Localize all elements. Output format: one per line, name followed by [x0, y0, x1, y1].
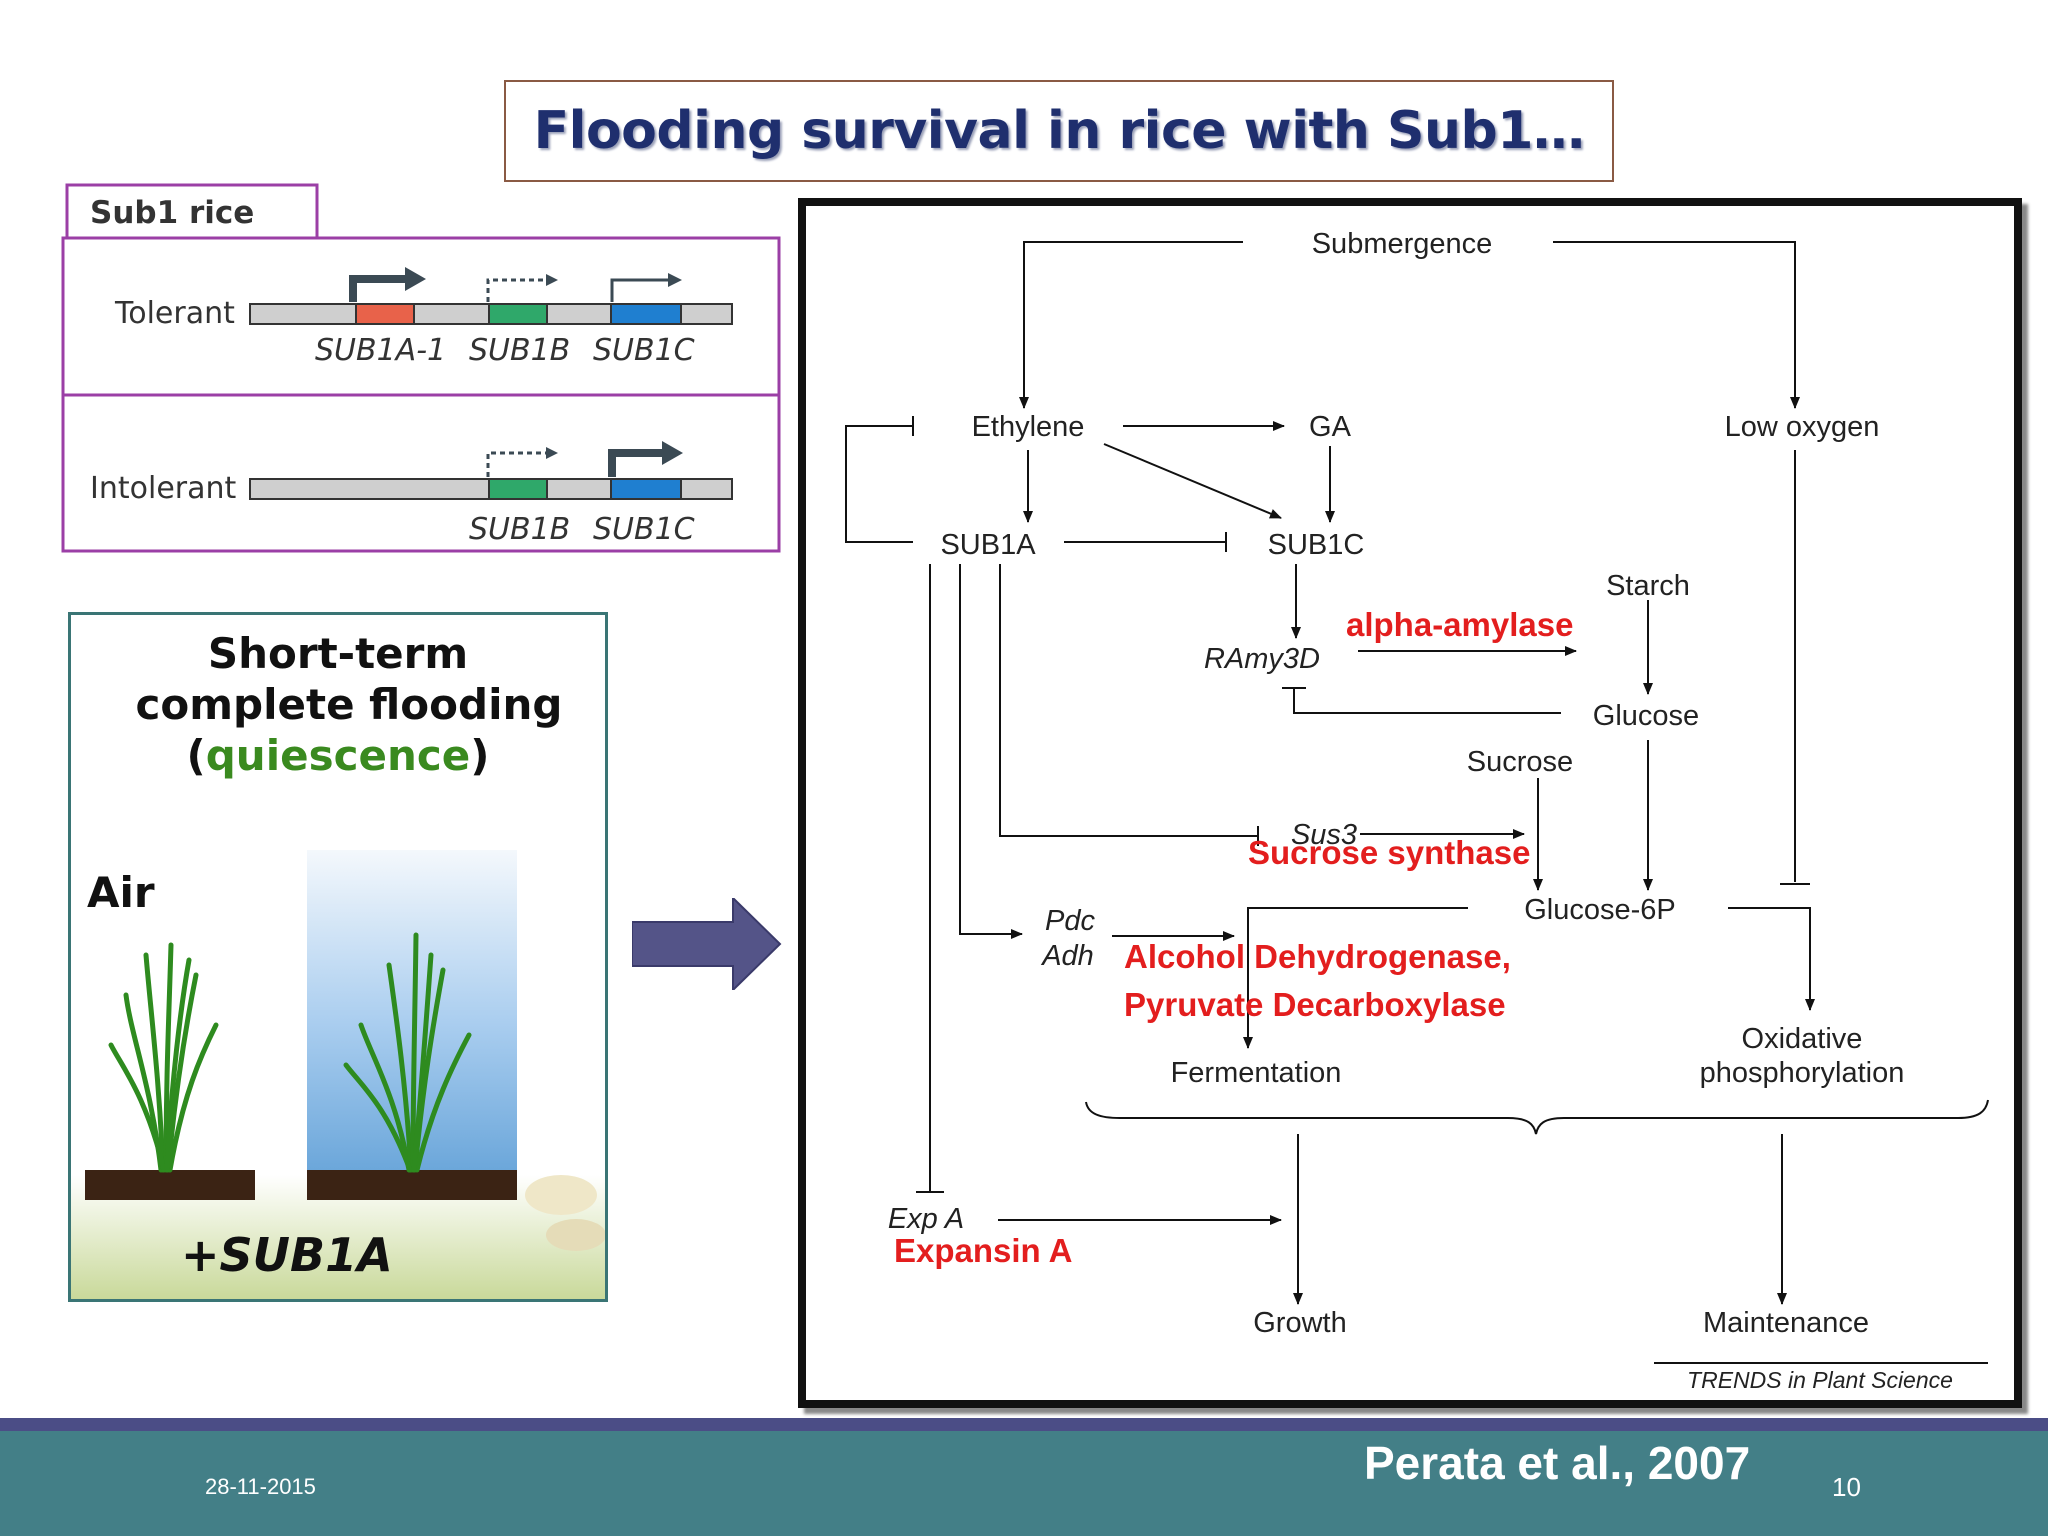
node-starch: Starch: [1606, 570, 1690, 602]
quiescence-word: quiescence: [206, 731, 471, 780]
enzyme-annotations: alpha-amylase Sucrose synthase Alcohol D…: [894, 606, 1573, 1269]
node-growth: Growth: [1253, 1307, 1346, 1339]
annotation-alpha-amylase: alpha-amylase: [1346, 606, 1573, 643]
gene-label-sub1b: SUB1B: [469, 512, 570, 547]
gene-label-sub1a1: SUB1A-1: [315, 333, 446, 368]
weak-promoter-arrow: [486, 278, 548, 302]
soil-block-water: [307, 1170, 517, 1200]
node-adh: Adh: [1040, 940, 1094, 972]
footer-citation: Perata et al., 2007: [1364, 1437, 1751, 1489]
pathway-diagram-frame: Submergence Ethylene GA Low oxygen SUB1A…: [798, 198, 2022, 1408]
soil-block-air: [85, 1170, 255, 1200]
footer-bar: [0, 1431, 2048, 1536]
sub1a-gene-block: [355, 303, 415, 325]
node-sucrose: Sucrose: [1467, 746, 1573, 778]
sub1-header: Sub1 rice: [90, 195, 254, 231]
gene-label-sub1b: SUB1B: [469, 333, 570, 368]
strong-promoter-arrow: [349, 275, 408, 302]
pathway-nodes: Submergence Ethylene GA Low oxygen SUB1A…: [888, 228, 1953, 1393]
flood-title-line1: Short-term: [208, 629, 468, 678]
node-submergence: Submergence: [1312, 228, 1493, 260]
pathway-connectors: [845, 241, 1989, 1364]
node-sub1a: SUB1A: [940, 529, 1036, 561]
weak-promoter-arrowhead: [546, 447, 558, 459]
node-glucose: Glucose: [1593, 700, 1699, 732]
node-sus3: Sus3: [1291, 819, 1357, 851]
sub1-gene-panel: Sub1 rice Tolerant SUB1A-1 SUB1B SUB1C I…: [61, 183, 781, 553]
paren-close: ): [470, 731, 489, 780]
pathway-diagram: Submergence Ethylene GA Low oxygen SUB1A…: [845, 228, 1989, 1393]
rice-plant-air: [108, 942, 219, 1173]
node-fermentation: Fermentation: [1171, 1057, 1342, 1089]
node-oxidative-line1: Oxidative: [1742, 1023, 1863, 1055]
gene-label-sub1c: SUB1C: [593, 512, 695, 547]
sub1a-label: +SUB1A: [181, 1228, 393, 1282]
medium-promoter-arrowhead: [668, 273, 682, 287]
flood-title-line2: complete flooding: [136, 680, 563, 729]
node-ethylene: Ethylene: [972, 411, 1085, 443]
node-maintenance: Maintenance: [1703, 1307, 1869, 1339]
node-pdc: Pdc: [1045, 905, 1095, 937]
sub1-header-box: [65, 183, 319, 243]
flooding-illustration-panel: Short-term complete flooding (quiescence…: [68, 612, 608, 1302]
gene-label-sub1c: SUB1C: [593, 333, 695, 368]
intolerant-label: Intolerant: [90, 471, 237, 506]
annotation-pdc: Pyruvate Decarboxylase: [1124, 986, 1506, 1023]
title-box: Flooding survival in rice with Sub1…: [504, 80, 1614, 182]
node-low-oxygen: Low oxygen: [1725, 411, 1880, 443]
node-oxidative-line2: phosphorylation: [1700, 1057, 1905, 1089]
annotation-expansin: Expansin A: [894, 1232, 1073, 1269]
node-sub1c: SUB1C: [1268, 529, 1365, 561]
rock: [525, 1175, 597, 1215]
intolerant-box: [61, 393, 781, 553]
air-label: Air: [87, 868, 155, 917]
annotation-sucrose-synthase: Sucrose synthase: [1248, 834, 1530, 871]
strong-promoter-arrowhead: [662, 441, 683, 465]
rock: [546, 1219, 605, 1251]
footer-accent-line: [0, 1418, 2048, 1431]
slide-title: Flooding survival in rice with Sub1…: [533, 101, 1585, 161]
rice-plant-water: [343, 932, 472, 1173]
tolerant-label: Tolerant: [114, 296, 235, 331]
sub1b-gene-block: [488, 478, 548, 500]
node-glucose-6p: Glucose-6P: [1524, 894, 1676, 926]
node-ga: GA: [1309, 411, 1352, 443]
footer-page-number: 10: [1832, 1472, 1861, 1502]
node-ramy3d: RAmy3D: [1204, 643, 1320, 675]
annotation-adh: Alcohol Dehydrogenase,: [1124, 938, 1511, 975]
flood-title-line3: (quiescence): [187, 731, 490, 780]
footer-date: 28-11-2015: [205, 1474, 316, 1499]
medium-promoter-arrow: [610, 278, 670, 302]
right-arrow-icon: [632, 898, 782, 990]
paren-open: (: [187, 731, 206, 780]
weak-promoter-arrowhead: [546, 274, 558, 286]
weak-promoter-arrow: [486, 451, 548, 477]
node-exp-a: Exp A: [888, 1203, 964, 1235]
strong-promoter-arrowhead: [405, 267, 426, 291]
flooding-illustration: Short-term complete flooding (quiescence…: [71, 629, 605, 1299]
sub1c-gene-block: [610, 478, 682, 500]
strong-promoter-arrow: [608, 449, 665, 477]
diagram-source: TRENDS in Plant Science: [1687, 1367, 1953, 1393]
sub1b-gene-block: [488, 303, 548, 325]
sub1c-gene-block: [610, 303, 682, 325]
